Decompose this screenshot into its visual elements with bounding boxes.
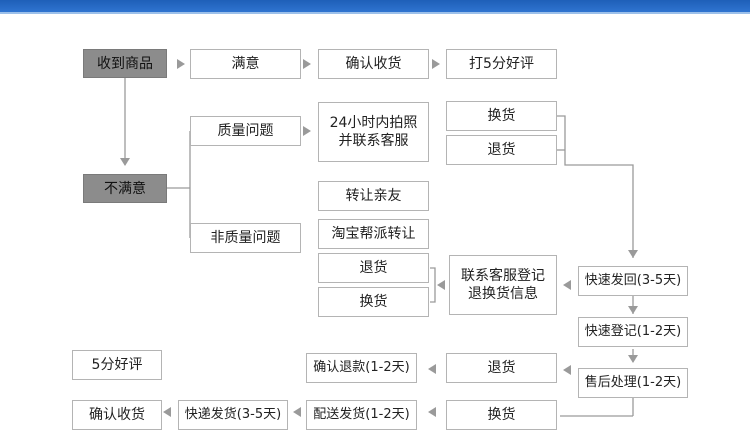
confirm-refund-node: 确认退款(1-2天) (306, 353, 417, 383)
contact-register-node: 联系客服登记退换货信息 (449, 255, 557, 315)
confirm-receipt-node-b: 确认收货 (72, 400, 162, 430)
receive-goods-node: 收到商品 (83, 49, 167, 78)
photo-contact-node: 24小时内拍照并联系客服 (318, 102, 429, 162)
express-register-node: 快速登记(1-2天) (578, 317, 688, 347)
transfer-friend-node: 转让亲友 (318, 181, 429, 211)
exchange-node-b: 换货 (318, 287, 429, 317)
express-return-node: 快速发回(3-5天) (578, 266, 688, 296)
quality-issue-node: 质量问题 (190, 116, 301, 146)
return-node-c: 退货 (446, 353, 557, 383)
taobao-resell-node: 淘宝帮派转让 (318, 219, 429, 249)
express-ship-node: 快递发货(3-5天) (178, 400, 288, 430)
return-node-b: 退货 (318, 253, 429, 283)
exchange-node-a: 换货 (446, 101, 557, 131)
confirm-receipt-node: 确认收货 (318, 49, 429, 79)
return-node-a: 退货 (446, 135, 557, 165)
ship-out-node: 配送发货(1-2天) (306, 400, 417, 430)
satisfied-node: 满意 (190, 49, 301, 79)
exchange-node-c: 换货 (446, 400, 557, 430)
unsatisfied-node: 不满意 (83, 174, 167, 203)
non-quality-issue-node: 非质量问题 (190, 223, 301, 253)
rate-5-stars-node: 打5分好评 (446, 49, 557, 79)
rate-5-node-b: 5分好评 (72, 350, 162, 380)
top-banner (0, 0, 750, 14)
after-sales-node: 售后处理(1-2天) (578, 368, 688, 398)
